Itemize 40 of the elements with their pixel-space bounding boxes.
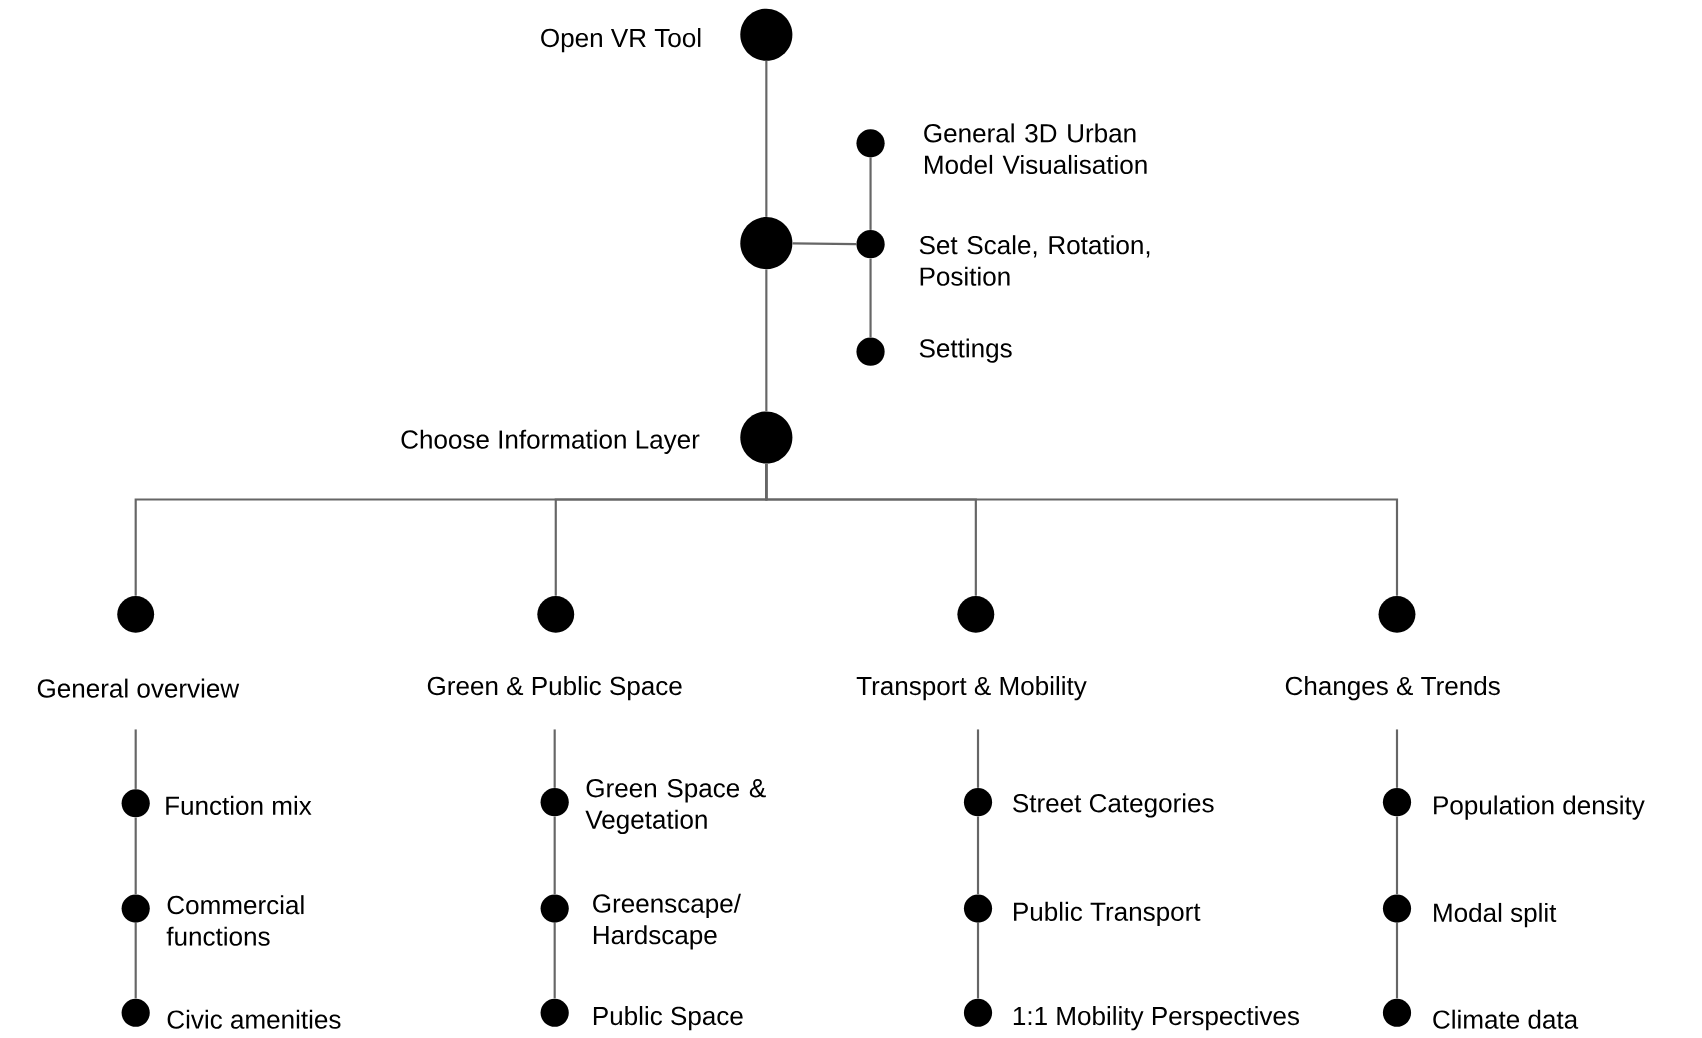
connector-line	[134, 923, 137, 999]
connector-line	[134, 817, 137, 895]
node-label: Public Transport	[1014, 901, 1201, 927]
node-label: Modal split	[1434, 903, 1557, 928]
connector-line	[976, 923, 980, 999]
connector-line	[765, 269, 768, 412]
node-label: Street Categories	[1013, 793, 1214, 818]
dot-marker	[740, 217, 793, 270]
node-label: Choose Information Layer	[401, 429, 700, 455]
connector-line	[553, 923, 556, 999]
node-label: General overview	[37, 678, 240, 698]
node-label: Green Space & Vegetation	[585, 779, 766, 835]
node-label: Green & Public Space	[427, 676, 682, 701]
node-label: General 3D Urban Model Visualisation	[924, 123, 1147, 175]
node-label: Function mix	[166, 796, 312, 816]
node-label: Public Space	[593, 1006, 743, 1031]
node-label: 1:1 Mobility Perspectives	[1013, 1006, 1299, 1031]
connector-line	[553, 816, 556, 895]
node-label: Set Scale, Rotation, Position	[919, 235, 1150, 286]
connector-line	[976, 816, 980, 895]
connector-line	[765, 61, 768, 218]
node-label: Changes & Trends	[1285, 676, 1500, 701]
node-label: Population density	[1434, 795, 1645, 820]
node-label: Civic amenities	[167, 1009, 341, 1029]
node-label: Greenscape/ Hardscape	[593, 893, 741, 950]
node-label: Open VR Tool	[541, 28, 701, 53]
connector-line	[1395, 729, 1399, 788]
connector-line	[765, 463, 1399, 596]
node-label: Climate data	[1433, 1009, 1579, 1029]
connector-line	[1395, 816, 1399, 895]
node-label: Commercial functions	[166, 895, 304, 946]
connector-line	[976, 729, 980, 788]
connector-line	[792, 242, 857, 246]
node-label: Transport & Mobility	[856, 676, 1087, 701]
connector-line	[869, 157, 872, 231]
connector-line	[869, 258, 872, 338]
connector-line	[1395, 923, 1399, 999]
connector-line	[134, 729, 137, 790]
connector-line	[553, 729, 556, 788]
node-label: Settings	[919, 338, 1012, 363]
